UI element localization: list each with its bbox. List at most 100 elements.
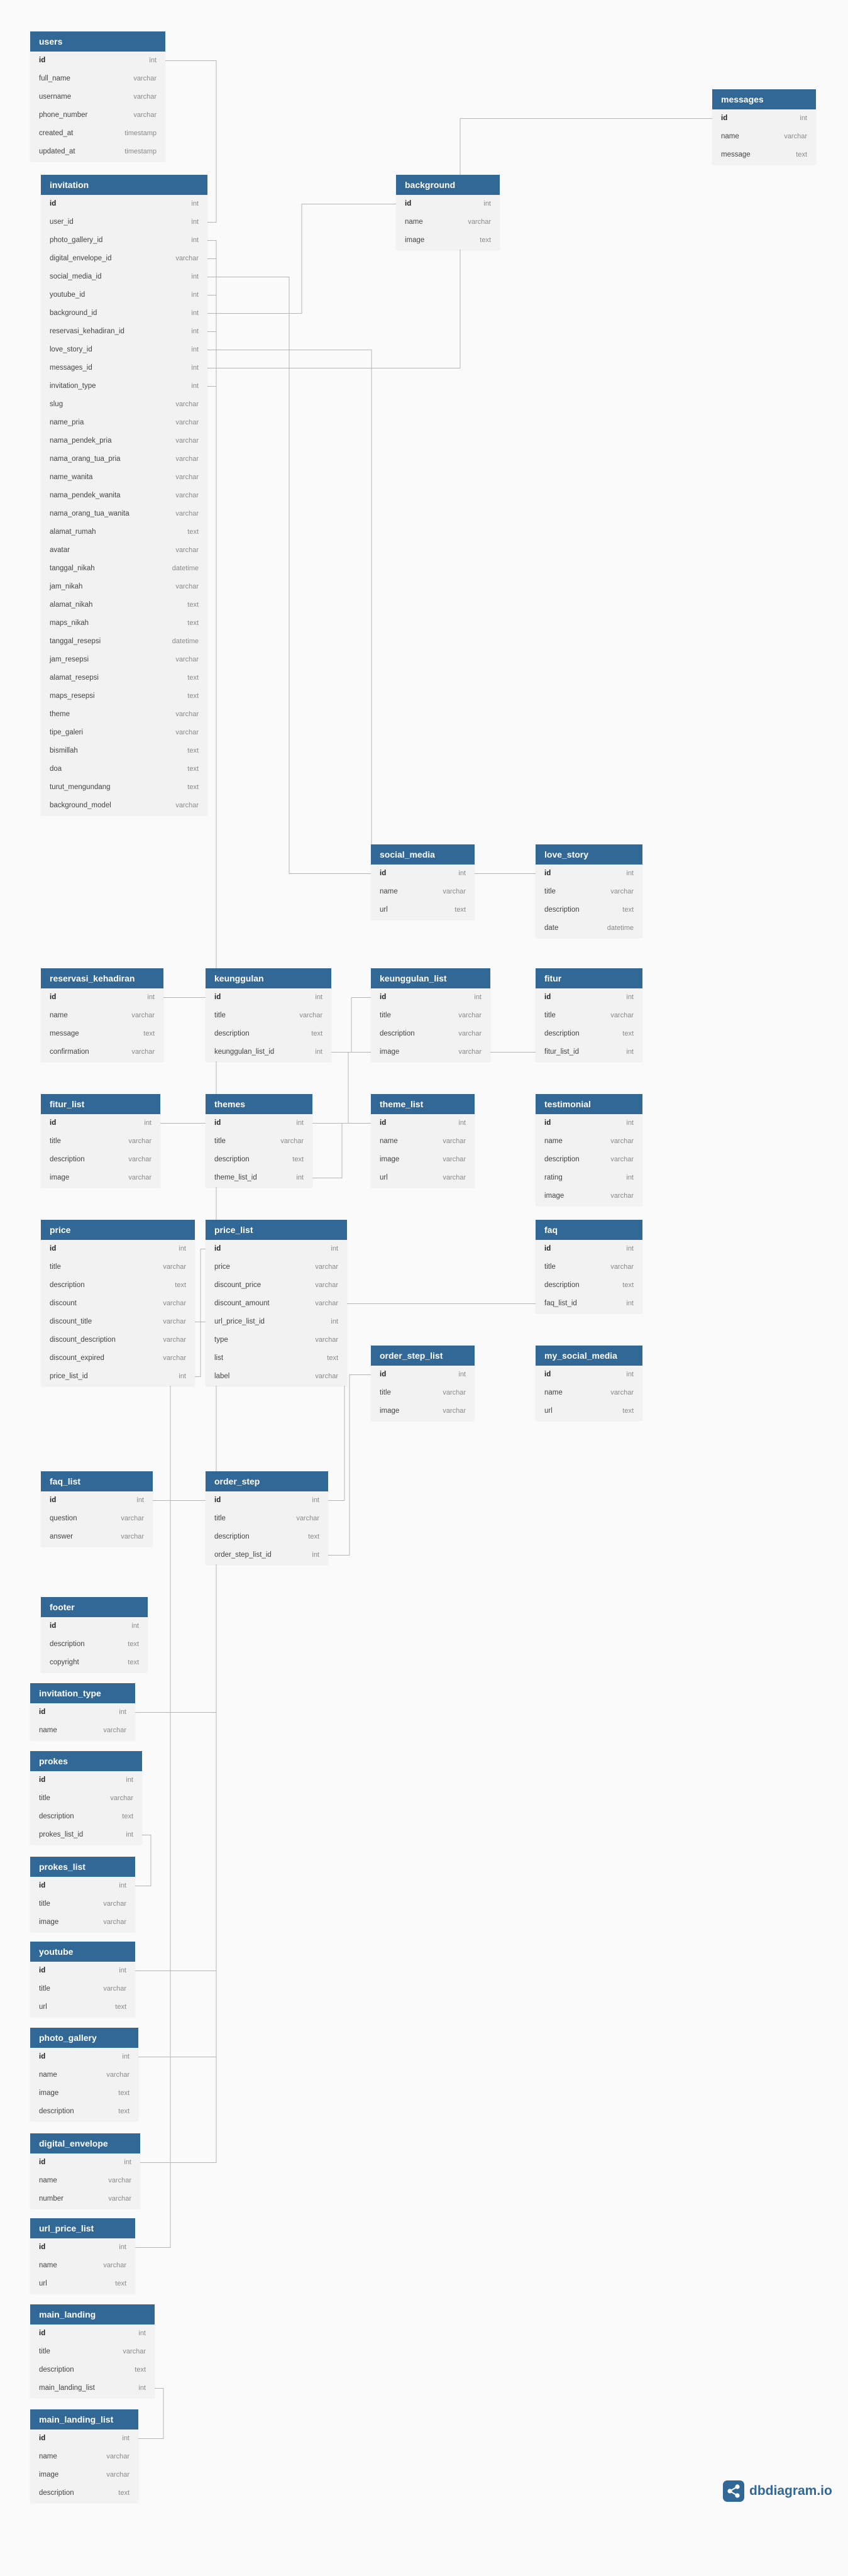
table-header[interactable]: keunggulan (206, 968, 331, 988)
table-header[interactable]: background (396, 175, 500, 195)
table-header[interactable]: users (30, 31, 165, 52)
table-header[interactable]: footer (41, 1597, 148, 1617)
table-header[interactable]: photo_gallery (30, 2028, 138, 2048)
table-header[interactable]: messages (712, 89, 816, 109)
table-header[interactable]: youtube (30, 1942, 135, 1962)
brand-logo[interactable]: dbdiagram.io (723, 2480, 832, 2502)
table-header[interactable]: digital_envelope (30, 2133, 140, 2153)
table-header[interactable]: invitation (41, 175, 207, 195)
table-header[interactable]: order_step_list (371, 1346, 475, 1366)
table-header[interactable]: price_list (206, 1220, 347, 1240)
table-header[interactable]: fitur (536, 968, 642, 988)
table-header[interactable]: prokes (30, 1751, 142, 1771)
table-header[interactable]: main_landing (30, 2304, 155, 2324)
table-header[interactable]: theme_list (371, 1094, 475, 1114)
table-header[interactable]: my_social_media (536, 1346, 642, 1366)
table-header[interactable]: themes (206, 1094, 312, 1114)
table-header[interactable]: love_story (536, 844, 642, 865)
